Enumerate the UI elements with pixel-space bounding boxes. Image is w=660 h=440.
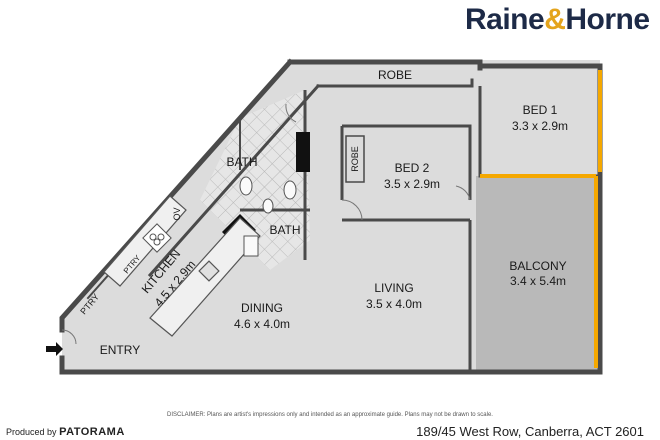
label-balcony-dims: 3.4 x 5.4m	[510, 274, 566, 288]
disclaimer-text: DISCLAIMER: Plans are artist's impressio…	[167, 412, 493, 418]
outer-walls	[59, 58, 603, 375]
label-dining-name: DINING	[241, 301, 283, 315]
property-address: 189/45 West Row, Canberra, ACT 2601	[416, 424, 644, 439]
label-balcony-name: BALCONY	[509, 259, 566, 273]
label-robe-bed2: ROBE	[350, 146, 360, 172]
label-robe-top: ROBE	[378, 68, 412, 82]
label-living-dims: 3.5 x 4.0m	[366, 297, 422, 311]
label-ov: OV	[172, 207, 182, 220]
label-living-name: LIVING	[374, 281, 413, 295]
brand-name-part1: Raine	[465, 3, 545, 36]
produced-by-label: Produced by	[6, 427, 57, 437]
produced-by: Produced by PATORAMA	[6, 426, 125, 438]
kitchen-bench	[103, 195, 261, 337]
label-bath2: BATH	[269, 223, 300, 237]
brand-name-part2: Horne	[565, 3, 650, 36]
service-shaft	[296, 132, 310, 172]
cooktop-icon	[142, 223, 172, 253]
label-bed2-name: BED 2	[395, 161, 430, 175]
entry-arrow-icon	[46, 342, 63, 356]
brand-ampersand: &	[544, 3, 566, 36]
brand-logo: Raine&Horne	[465, 3, 650, 37]
bathroom-tiles	[200, 90, 310, 270]
bath-fixtures	[239, 176, 297, 257]
label-entry: ENTRY	[100, 343, 140, 357]
label-bath1: BATH	[226, 155, 257, 169]
label-dining-dims: 4.6 x 4.0m	[234, 317, 290, 331]
label-bed1-dims: 3.3 x 2.9m	[512, 119, 568, 133]
label-bed1-name: BED 1	[523, 103, 558, 117]
door-swings	[61, 103, 471, 345]
label-bed2-dims: 3.5 x 2.9m	[384, 177, 440, 191]
balcony-area	[476, 176, 600, 370]
producer-logo: PATORAMA	[59, 426, 125, 438]
windows	[480, 70, 602, 368]
